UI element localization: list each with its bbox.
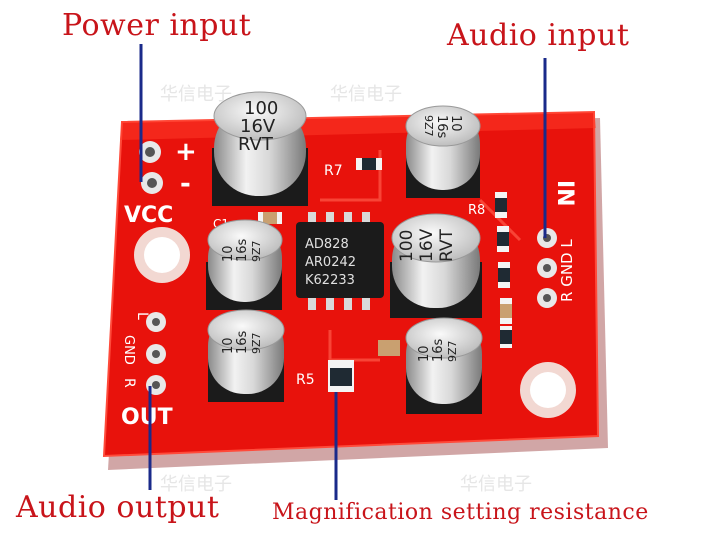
resistor-r7 xyxy=(356,158,382,170)
cap1-line-2: 16V xyxy=(240,116,276,137)
ic-chip: AD828 AR0242 K62233 xyxy=(296,212,384,310)
chip-line-2: AR0242 xyxy=(305,255,356,270)
cap3-line-2: 16s xyxy=(434,115,449,139)
resistor-r9 xyxy=(497,226,509,252)
mount-hole-bottom-right xyxy=(520,362,576,418)
cap4-line-1: 10 xyxy=(221,245,236,262)
silk-minus: - xyxy=(180,169,191,199)
power-input-label: Power input xyxy=(62,8,252,43)
cap3-line-3: 9Z7 xyxy=(422,115,435,137)
watermark: 华信电子 xyxy=(160,474,232,495)
resistor-c1 xyxy=(258,212,282,224)
silk-r8: R8 xyxy=(468,203,485,218)
cap6-line-2: 16s xyxy=(431,338,446,362)
watermark: 华信电子 xyxy=(160,84,232,105)
output-pins xyxy=(146,312,166,395)
cap6-line-3: 9Z7 xyxy=(446,340,459,362)
cap4-line-2: 16s xyxy=(235,238,250,262)
silk-r5: R5 xyxy=(296,372,315,388)
cap2-line-3: RVT xyxy=(437,228,457,262)
resistor-r11 xyxy=(500,298,512,324)
cap5-line-3: 9Z7 xyxy=(250,332,263,354)
silk-in-pins: R GND L xyxy=(558,239,576,302)
watermark: 华信电子 xyxy=(460,474,532,495)
resistor-r12 xyxy=(500,326,512,348)
silk-out-r: R xyxy=(121,378,137,388)
cap2-line-2: 16V xyxy=(417,228,437,262)
watermark: 华信电子 xyxy=(330,84,402,105)
silk-plus: + xyxy=(175,137,197,167)
capacitor-small-mid-left: 10 16s 9Z7 xyxy=(206,219,283,310)
capacitor-small-bottom-right: 10 16s 9Z7 xyxy=(405,317,483,414)
resistor-small xyxy=(378,340,400,356)
mount-hole-top-left xyxy=(134,227,190,283)
capacitor-large-2: 100 16V RVT xyxy=(390,213,482,318)
silk-out: OUT xyxy=(121,405,173,430)
cap1-line-1: 100 xyxy=(244,98,278,119)
power-pins xyxy=(139,141,163,194)
chip-line-3: K62233 xyxy=(305,273,355,288)
input-pins xyxy=(537,228,557,308)
magnification-label: Magnification setting resistance xyxy=(272,500,649,525)
cap2-line-1: 100 xyxy=(397,230,417,262)
capacitor-small-bottom-left: 10 16s 9Z7 xyxy=(207,309,285,402)
silk-out-l: L xyxy=(134,312,150,320)
resistor-r5 xyxy=(328,360,354,392)
capacitor-large-1: 100 16V RVT xyxy=(212,91,308,206)
resistor-r8 xyxy=(495,192,507,218)
chip-line-1: AD828 xyxy=(305,237,349,252)
cap1-line-3: RVT xyxy=(238,134,274,155)
silk-out-gnd: GND xyxy=(121,335,136,365)
silk-in: IN xyxy=(552,180,577,207)
resistor-r10 xyxy=(498,262,510,288)
cap6-line-1: 10 xyxy=(417,345,432,362)
audio-output-label: Audio output xyxy=(16,490,220,525)
cap5-line-1: 10 xyxy=(221,337,236,354)
silk-vcc: VCC xyxy=(124,203,173,228)
capacitor-small-top-right: 10 16s 9Z7 xyxy=(405,105,481,198)
silk-r7: R7 xyxy=(324,163,343,179)
audio-input-label: Audio input xyxy=(447,18,630,53)
cap5-line-2: 16s xyxy=(235,330,250,354)
cap4-line-3: 9Z7 xyxy=(250,240,263,262)
cap3-line-1: 10 xyxy=(448,115,463,132)
